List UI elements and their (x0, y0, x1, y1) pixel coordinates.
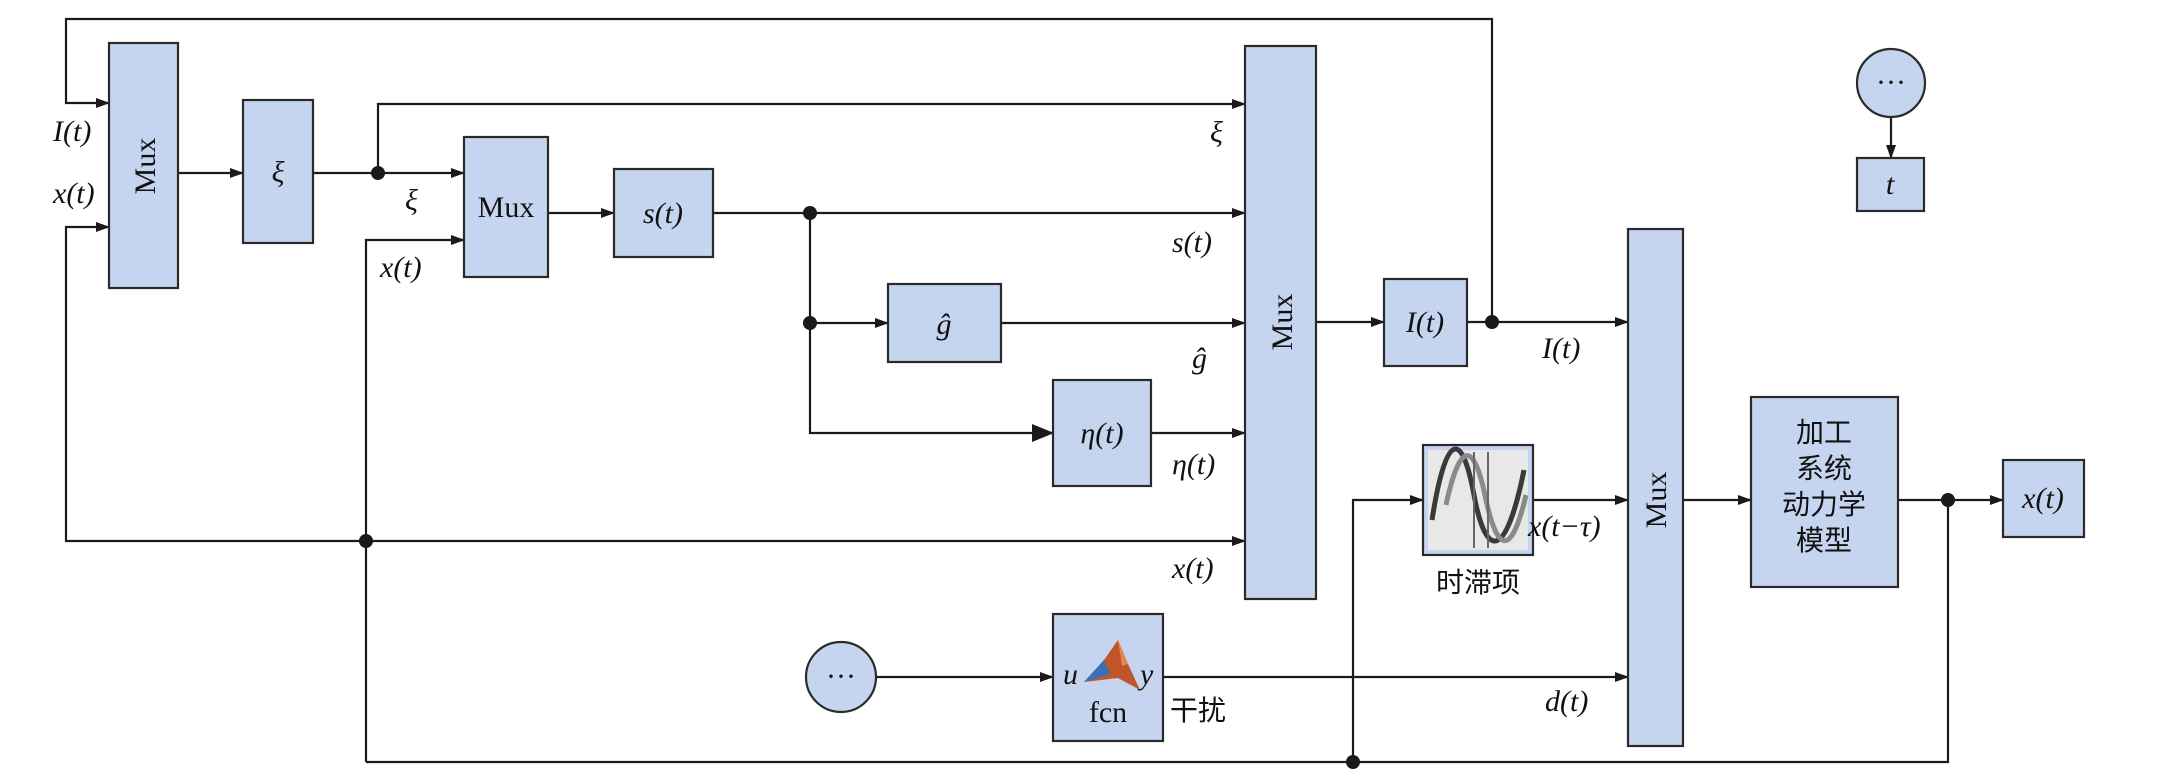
label-mux3-g: ĝ (1192, 342, 1207, 375)
wire-s-branch (808, 213, 1054, 442)
label-mux2-xi: ξ (405, 184, 418, 217)
dynamics-line-3: 动力学 (1782, 488, 1866, 521)
ghat-block[interactable]: ĝ (886, 282, 1003, 364)
wire-x-mux2 (364, 235, 465, 762)
clock-ellipsis: ··· (1876, 66, 1906, 99)
junctions (359, 166, 1955, 769)
fcn-output-y: y (1137, 658, 1154, 691)
wire-I-feedback (64, 17, 1494, 322)
ghat-label: ĝ (937, 308, 952, 341)
fcn-input-u: u (1063, 658, 1078, 691)
mux2-block[interactable]: Mux (462, 135, 550, 279)
I-label: I(t) (1405, 306, 1444, 339)
delay-block[interactable] (1421, 443, 1535, 557)
label-mux3-x: x(t) (1171, 552, 1214, 585)
fcn-block[interactable]: u y fcn (1051, 612, 1165, 743)
mux3-block[interactable]: Mux (1243, 44, 1318, 601)
t-block[interactable]: t (1855, 156, 1926, 213)
xi-block[interactable]: ξ (241, 98, 315, 245)
mux4-block[interactable]: Mux (1626, 227, 1685, 748)
fcn-name: fcn (1089, 696, 1127, 729)
label-mux1-I: I(t) (52, 115, 91, 148)
s-block[interactable]: s(t) (612, 167, 715, 259)
wire-to-delay (1351, 495, 1424, 762)
delay-caption: 时滞项 (1436, 566, 1520, 599)
x-output-label: x(t) (2021, 482, 2064, 515)
disturbance-ellipsis: ··· (826, 660, 856, 693)
s-label: s(t) (643, 197, 683, 230)
mux2-label: Mux (478, 191, 535, 224)
dynamics-line-1: 加工 (1796, 416, 1852, 449)
dynamics-line-2: 系统 (1796, 452, 1852, 485)
eta-block[interactable]: η(t) (1051, 378, 1153, 488)
disturbance-source[interactable]: ··· (804, 640, 878, 714)
mux1-label: Mux (129, 138, 162, 195)
wires (64, 17, 2004, 764)
label-mux2-x: x(t) (379, 251, 422, 284)
label-mux3-s: s(t) (1172, 226, 1212, 259)
t-label: t (1886, 168, 1895, 201)
label-mux3-eta: η(t) (1172, 448, 1215, 481)
wire-bottom-feedback (366, 500, 1950, 764)
xi-label: ξ (272, 156, 285, 189)
label-mux4-I: I(t) (1541, 332, 1580, 365)
mux3-label: Mux (1266, 294, 1299, 351)
label-mux3-xi: ξ (1210, 116, 1223, 149)
I-block[interactable]: I(t) (1382, 277, 1469, 368)
mux1-block[interactable]: Mux (107, 41, 180, 290)
wire-x-to-mux1 (64, 222, 366, 543)
label-mux4-delay: x(t−τ) (1527, 510, 1601, 543)
signal-labels: I(t) x(t) ξ x(t) ξ s(t) ĝ η(t) x(t) I(t)… (52, 115, 1601, 718)
mux4-label: Mux (1640, 472, 1673, 529)
dynamics-block[interactable]: 加工 系统 动力学 模型 (1749, 395, 1900, 589)
label-mux1-x: x(t) (52, 177, 95, 210)
clock-source[interactable]: ··· (1855, 47, 1927, 119)
label-mux4-d: d(t) (1545, 685, 1588, 718)
eta-label: η(t) (1080, 417, 1123, 450)
wave-icon (1429, 446, 1529, 548)
matlab-logo-icon (1084, 640, 1140, 690)
x-output-block[interactable]: x(t) (2001, 458, 2086, 539)
fcn-caption: 干扰 (1170, 694, 1226, 727)
dynamics-line-4: 模型 (1796, 524, 1852, 557)
wire-xi-mux3 (376, 99, 1246, 173)
